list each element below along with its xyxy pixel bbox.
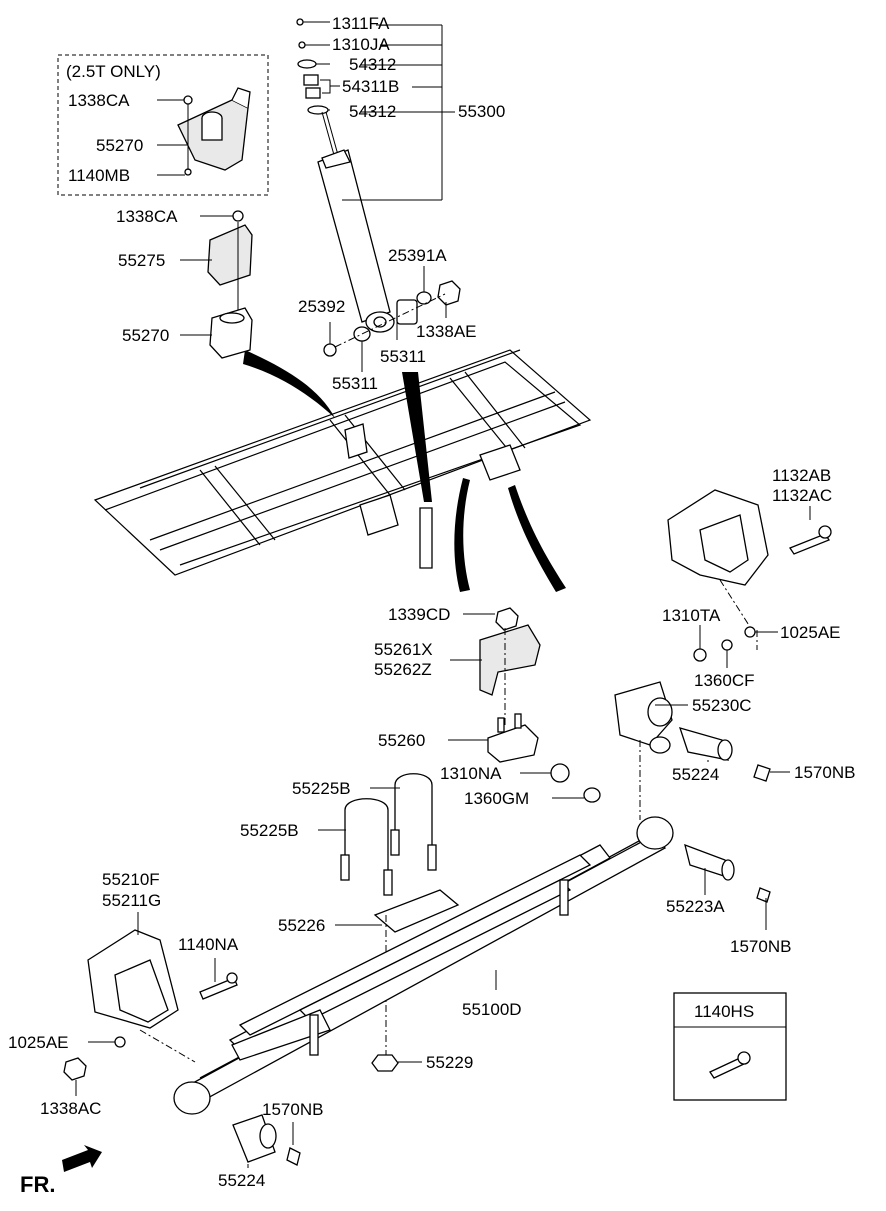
label-54311b: 54311B	[342, 77, 399, 96]
label-55225b-b: 55225B	[240, 821, 299, 840]
label-55311-b: 55311	[332, 374, 378, 393]
label-1570nb-c: 1570NB	[262, 1100, 323, 1119]
label-54312-a: 54312	[349, 55, 396, 74]
label-55270-b: 55270	[122, 326, 169, 345]
label-1570nb-a: 1570NB	[794, 763, 855, 782]
label-1338ac: 1338AC	[40, 1099, 101, 1118]
part-labels: 1311FA 1310JA 54312 54311B 54312 55300 (…	[8, 14, 855, 1197]
bracket-55275	[207, 210, 253, 359]
label-55224-b: 55224	[218, 1171, 265, 1190]
label-55223a: 55223A	[666, 897, 725, 916]
label-55262z: 55262Z	[374, 660, 432, 679]
label-1132ab: 1132AB	[772, 466, 831, 485]
label-55224-a: 55224	[672, 765, 719, 784]
front-bushing	[684, 843, 771, 903]
label-55211g: 55211G	[102, 891, 161, 910]
u-bolts	[340, 763, 601, 896]
label-55260: 55260	[378, 731, 425, 750]
shackle-bracket	[667, 489, 832, 638]
hanger-bracket	[63, 929, 238, 1081]
rear-bushing	[232, 1114, 301, 1166]
label-1311fa: 1311FA	[332, 14, 390, 33]
label-55275: 55275	[118, 251, 165, 270]
label-55229: 55229	[426, 1053, 473, 1072]
label-1025ae-a: 1025AE	[780, 623, 841, 642]
shackle	[614, 630, 771, 820]
label-1310ja: 1310JA	[332, 35, 390, 54]
bolt-1140hs-box	[673, 992, 787, 1101]
label-1570nb-b: 1570NB	[730, 937, 791, 956]
label-55311-a: 55311	[380, 347, 426, 366]
label-25391a: 25391A	[388, 246, 447, 265]
bump-stopper	[479, 607, 541, 763]
front-direction-label: FR.	[20, 1172, 55, 1197]
bracket-25t-group	[57, 54, 269, 196]
label-55210f: 55210F	[102, 870, 160, 889]
label-1360gm: 1360GM	[464, 789, 529, 808]
label-55300: 55300	[458, 102, 505, 121]
pointer-arcs	[243, 350, 566, 592]
label-1140mb: 1140MB	[68, 166, 130, 185]
chassis-frame	[93, 349, 592, 576]
label-55270-a: 55270	[96, 136, 143, 155]
label-1360cf: 1360CF	[694, 671, 754, 690]
label-1025ae-b: 1025AE	[8, 1033, 69, 1052]
label-1310na: 1310NA	[440, 764, 502, 783]
label-25392: 25392	[298, 297, 345, 316]
label-1338ca-a: 1338CA	[68, 91, 130, 110]
front-arrow-icon	[62, 1145, 102, 1172]
label-55225b-a: 55225B	[292, 779, 351, 798]
label-1339cd: 1339CD	[388, 605, 450, 624]
leader-lines	[75, 21, 811, 1168]
leaf-spring	[139, 816, 674, 1115]
shock-absorber	[296, 18, 461, 357]
label-1338ca-b: 1338CA	[116, 207, 178, 226]
label-55230c: 55230C	[692, 696, 752, 715]
label-1132ac: 1132AC	[772, 486, 832, 505]
label-1338ae: 1338AE	[416, 322, 477, 341]
label-1310ta: 1310TA	[662, 606, 721, 625]
note-2-5t-only: (2.5T ONLY)	[66, 62, 161, 81]
label-1140na: 1140NA	[178, 935, 239, 954]
label-1140hs: 1140HS	[694, 1002, 754, 1021]
label-55226: 55226	[278, 916, 325, 935]
label-54312-b: 54312	[349, 102, 396, 121]
label-55261x: 55261X	[374, 640, 433, 659]
label-55100d: 55100D	[462, 1000, 522, 1019]
